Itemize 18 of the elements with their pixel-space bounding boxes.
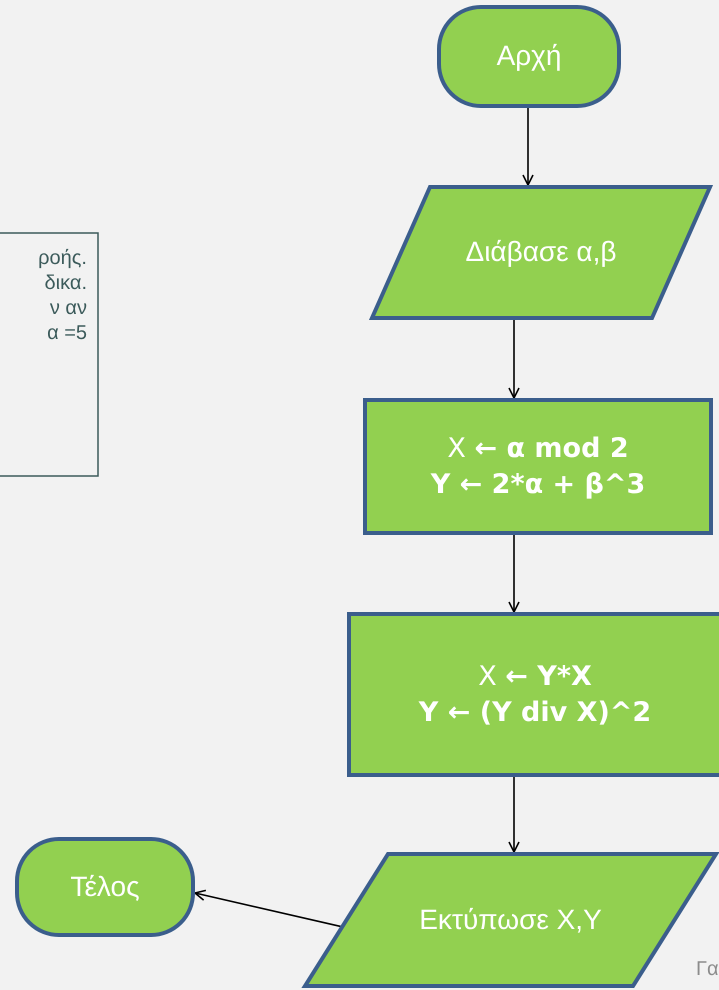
note-text: δικα. — [44, 271, 87, 296]
note-text: ν αν — [48, 296, 87, 321]
node-label: Y ← (Y div X)^2 — [418, 696, 652, 730]
node-label: X ← α mod 2 — [447, 432, 629, 466]
note-text: ροής. — [37, 246, 87, 271]
arrow — [522, 108, 534, 186]
arrow — [194, 890, 342, 928]
node-label: Τέλος — [70, 870, 140, 904]
arrow — [508, 535, 520, 613]
node-label: Εκτύπωσε Χ,Υ — [419, 902, 602, 937]
arrow — [508, 777, 520, 853]
node-label: Διάβασε α,β — [465, 235, 617, 270]
footer-text: Γα — [696, 958, 719, 981]
node-label: Αρχή — [496, 39, 562, 74]
arrow — [508, 320, 520, 399]
node-label: X ← Y*X — [478, 660, 592, 694]
note-text: α =5 — [46, 321, 87, 346]
node-label: Y ← 2*α + β^3 — [430, 468, 646, 502]
